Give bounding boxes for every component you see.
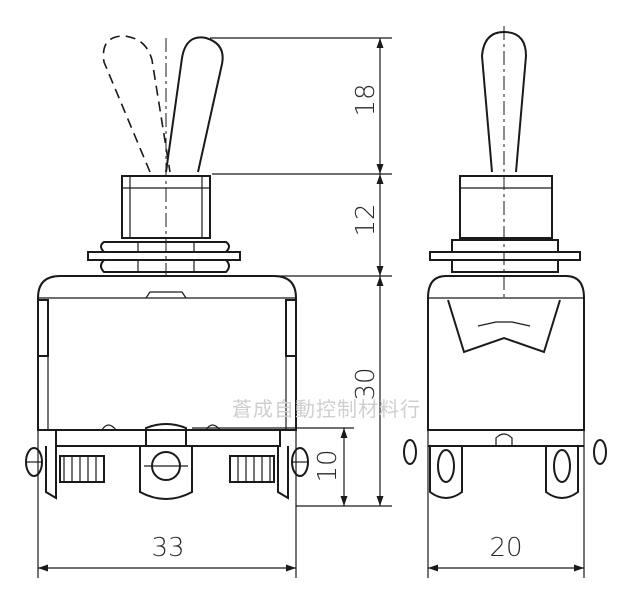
front-lever — [165, 36, 224, 173]
front-left-terminal — [25, 446, 105, 500]
dim-bushing-height: 12 — [351, 203, 381, 236]
side-view — [403, 26, 607, 499]
front-lower-nut — [100, 259, 230, 273]
front-washer — [87, 251, 241, 261]
front-bushing — [121, 175, 211, 239]
dimension-lines — [37, 37, 585, 578]
front-upper-nut — [100, 241, 230, 253]
watermark: 蒼成自動控制材料行 — [232, 397, 421, 421]
front-center-terminal — [139, 423, 193, 500]
dim-lever-height: 18 — [351, 83, 381, 116]
front-view — [25, 35, 309, 500]
side-body — [427, 275, 585, 431]
dim-side-width: 20 — [489, 533, 522, 563]
dim-front-width: 33 — [151, 533, 184, 563]
front-lever-alt — [102, 35, 171, 173]
front-right-terminal — [229, 446, 309, 500]
dim-body-height: 30 — [351, 367, 381, 400]
side-bushing — [459, 175, 553, 239]
dim-terminal-height: 10 — [313, 449, 343, 482]
